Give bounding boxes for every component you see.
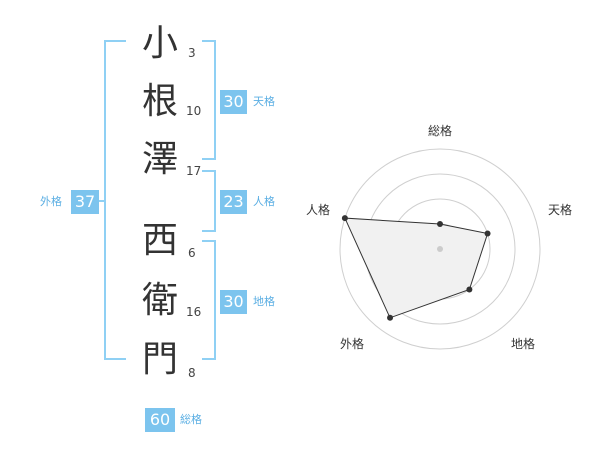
gaikaku-bracket-tick bbox=[98, 200, 106, 202]
radar-axis-label-tenkaku: 天格 bbox=[548, 203, 573, 217]
gaikaku-label: 外格 bbox=[40, 195, 62, 208]
jinkaku-bracket bbox=[202, 170, 216, 232]
tenkaku-label: 天格 bbox=[253, 95, 275, 108]
stroke-count-1: 3 bbox=[188, 46, 196, 60]
radar-axis-label-jinkaku: 人格 bbox=[306, 203, 331, 217]
name-char-5: 衛 bbox=[141, 280, 178, 321]
radar-point-1 bbox=[437, 221, 443, 227]
tenkaku-value: 30 bbox=[220, 90, 247, 114]
chikaku-label: 地格 bbox=[253, 295, 275, 308]
radar-point-2 bbox=[484, 230, 491, 237]
radar-chart bbox=[339, 148, 541, 350]
chikaku-bracket bbox=[202, 240, 216, 360]
soukaku-value: 60 bbox=[145, 408, 175, 432]
name-char-4: 西 bbox=[141, 220, 178, 261]
radar-axis-label-gaikaku: 外格 bbox=[340, 337, 365, 351]
name-char-6: 門 bbox=[141, 339, 178, 380]
stroke-count-6: 8 bbox=[188, 366, 196, 380]
radar-point-4 bbox=[387, 314, 394, 321]
radar-polygon bbox=[344, 217, 489, 319]
stroke-count-4: 6 bbox=[188, 246, 196, 260]
tenkaku-bracket bbox=[202, 40, 216, 160]
name-char-3: 澤 bbox=[141, 139, 178, 180]
radar-axis-label-chikaku: 地格 bbox=[511, 337, 536, 351]
radar-axis-label-soukaku: 総格 bbox=[428, 124, 453, 138]
soukaku-label: 総格 bbox=[180, 413, 202, 426]
radar-ring-4 bbox=[339, 148, 541, 350]
stroke-count-5: 16 bbox=[186, 305, 202, 319]
radar-center-dot bbox=[437, 246, 443, 252]
name-char-1: 小 bbox=[141, 23, 178, 64]
stroke-count-3: 17 bbox=[186, 164, 202, 178]
gaikaku-bracket bbox=[104, 40, 126, 360]
gaikaku-value: 37 bbox=[71, 190, 99, 214]
stroke-count-2: 10 bbox=[186, 104, 202, 118]
radar-point-5 bbox=[341, 215, 348, 222]
radar-point-3 bbox=[466, 286, 473, 293]
jinkaku-label: 人格 bbox=[253, 195, 275, 208]
name-char-2: 根 bbox=[141, 81, 178, 122]
chikaku-value: 30 bbox=[220, 290, 247, 314]
jinkaku-value: 23 bbox=[220, 190, 247, 214]
